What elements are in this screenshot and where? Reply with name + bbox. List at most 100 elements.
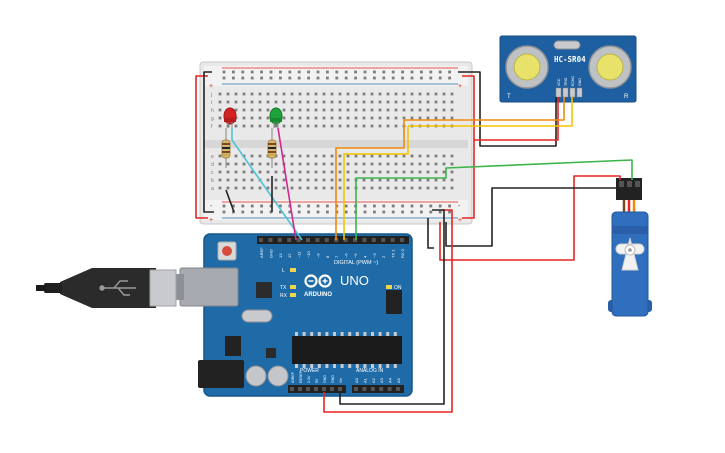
wire-resistor-1-ground[interactable] [225, 189, 235, 213]
breadboard-hole[interactable] [282, 154, 286, 158]
breadboard-hole[interactable] [346, 108, 350, 112]
breadboard-hole[interactable] [234, 100, 238, 104]
breadboard-hole[interactable] [250, 186, 254, 190]
breadboard-hole[interactable] [442, 108, 446, 112]
rail-hole[interactable] [373, 204, 376, 208]
power-header-hole[interactable] [322, 387, 326, 391]
breadboard-hole[interactable] [282, 92, 286, 96]
breadboard-hole[interactable] [266, 116, 270, 120]
breadboard-hole[interactable] [234, 170, 238, 174]
breadboard-hole[interactable] [402, 92, 406, 96]
rail-hole[interactable] [344, 70, 348, 74]
breadboard-hole[interactable] [362, 186, 366, 190]
breadboard-hole[interactable] [426, 170, 430, 174]
breadboard-hole[interactable] [234, 124, 238, 128]
rail-hole[interactable] [448, 70, 451, 74]
breadboard-hole[interactable] [218, 162, 222, 166]
breadboard-hole[interactable] [290, 186, 294, 190]
breadboard-hole[interactable] [362, 92, 366, 96]
rail-hole[interactable] [297, 204, 301, 208]
digital-header-hole[interactable] [287, 238, 292, 242]
breadboard-hole[interactable] [450, 170, 454, 174]
wire-5v-to-rail[interactable] [323, 209, 453, 413]
breadboard-hole[interactable] [450, 100, 454, 104]
breadboard-hole[interactable] [370, 170, 374, 174]
breadboard-hole[interactable] [274, 124, 278, 128]
breadboard-hole[interactable] [290, 92, 294, 96]
breadboard-hole[interactable] [258, 124, 262, 128]
breadboard-hole[interactable] [282, 170, 286, 174]
breadboard-hole[interactable] [346, 92, 350, 96]
rail-hole[interactable] [288, 210, 292, 214]
breadboard-hole[interactable] [378, 108, 382, 112]
breadboard-hole[interactable] [434, 162, 438, 166]
breadboard-hole[interactable] [322, 92, 326, 96]
breadboard-hole[interactable] [250, 108, 254, 112]
breadboard-hole[interactable] [354, 100, 358, 104]
breadboard-hole[interactable] [386, 92, 390, 96]
rail-hole[interactable] [344, 76, 348, 80]
wire-servo-signal[interactable] [355, 159, 633, 240]
breadboard-hole[interactable] [402, 116, 406, 120]
digital-header-hole[interactable] [268, 238, 273, 242]
breadboard-hole[interactable] [306, 154, 310, 158]
breadboard-hole[interactable] [338, 124, 342, 128]
breadboard-hole[interactable] [250, 124, 254, 128]
wire-sensor-echo[interactable] [408, 97, 573, 127]
breadboard-hole[interactable] [354, 92, 358, 96]
breadboard-hole[interactable] [330, 170, 334, 174]
breadboard-hole[interactable] [226, 178, 230, 182]
breadboard-hole[interactable] [418, 108, 422, 112]
breadboard-hole[interactable] [370, 124, 374, 128]
breadboard-hole[interactable] [266, 124, 270, 128]
breadboard-hole[interactable] [362, 108, 366, 112]
breadboard-hole[interactable] [410, 100, 414, 104]
breadboard-hole[interactable] [354, 116, 358, 120]
breadboard-hole[interactable] [394, 116, 398, 120]
rail-hole[interactable] [438, 204, 442, 208]
wire-gnd-to-rail[interactable] [339, 209, 445, 405]
breadboard-hole[interactable] [418, 186, 422, 190]
rail-hole[interactable] [420, 76, 423, 80]
rail-hole[interactable] [401, 70, 404, 74]
breadboard-hole[interactable] [346, 178, 350, 182]
wire-echo-to-d8[interactable] [343, 126, 409, 240]
rail-hole[interactable] [307, 76, 310, 80]
rail-hole[interactable] [429, 210, 433, 214]
rail-hole[interactable] [382, 210, 386, 214]
digital-header-hole[interactable] [277, 238, 282, 242]
breadboard-hole[interactable] [290, 108, 294, 112]
rail-hole[interactable] [269, 70, 273, 74]
breadboard-hole[interactable] [330, 108, 334, 112]
rail-hole[interactable] [344, 210, 348, 214]
breadboard-hole[interactable] [330, 124, 334, 128]
breadboard-hole[interactable] [434, 116, 438, 120]
rail-hole[interactable] [401, 204, 404, 208]
breadboard-hole[interactable] [354, 154, 358, 158]
breadboard-hole[interactable] [386, 170, 390, 174]
breadboard-hole[interactable] [258, 100, 262, 104]
rail-hole[interactable] [420, 70, 423, 74]
power-header-hole[interactable] [290, 387, 294, 391]
breadboard-hole[interactable] [346, 124, 350, 128]
breadboard-hole[interactable] [258, 108, 262, 112]
breadboard-hole[interactable] [346, 100, 350, 104]
breadboard-hole[interactable] [410, 162, 414, 166]
breadboard-hole[interactable] [410, 170, 414, 174]
breadboard-hole[interactable] [314, 92, 318, 96]
breadboard-hole[interactable] [442, 170, 446, 174]
breadboard-hole[interactable] [338, 186, 342, 190]
rail-hole[interactable] [326, 70, 329, 74]
breadboard-hole[interactable] [386, 154, 390, 158]
breadboard-hole[interactable] [218, 170, 222, 174]
wire-left-rail-black[interactable] [203, 71, 214, 213]
breadboard-hole[interactable] [266, 92, 270, 96]
rail-hole[interactable] [382, 76, 386, 80]
rail-hole[interactable] [316, 210, 320, 214]
rail-hole[interactable] [297, 76, 301, 80]
breadboard-hole[interactable] [426, 108, 430, 112]
rail-hole[interactable] [222, 70, 226, 74]
breadboard-hole[interactable] [290, 116, 294, 120]
analog-header-hole[interactable] [362, 387, 367, 391]
breadboard-hole[interactable] [274, 92, 278, 96]
